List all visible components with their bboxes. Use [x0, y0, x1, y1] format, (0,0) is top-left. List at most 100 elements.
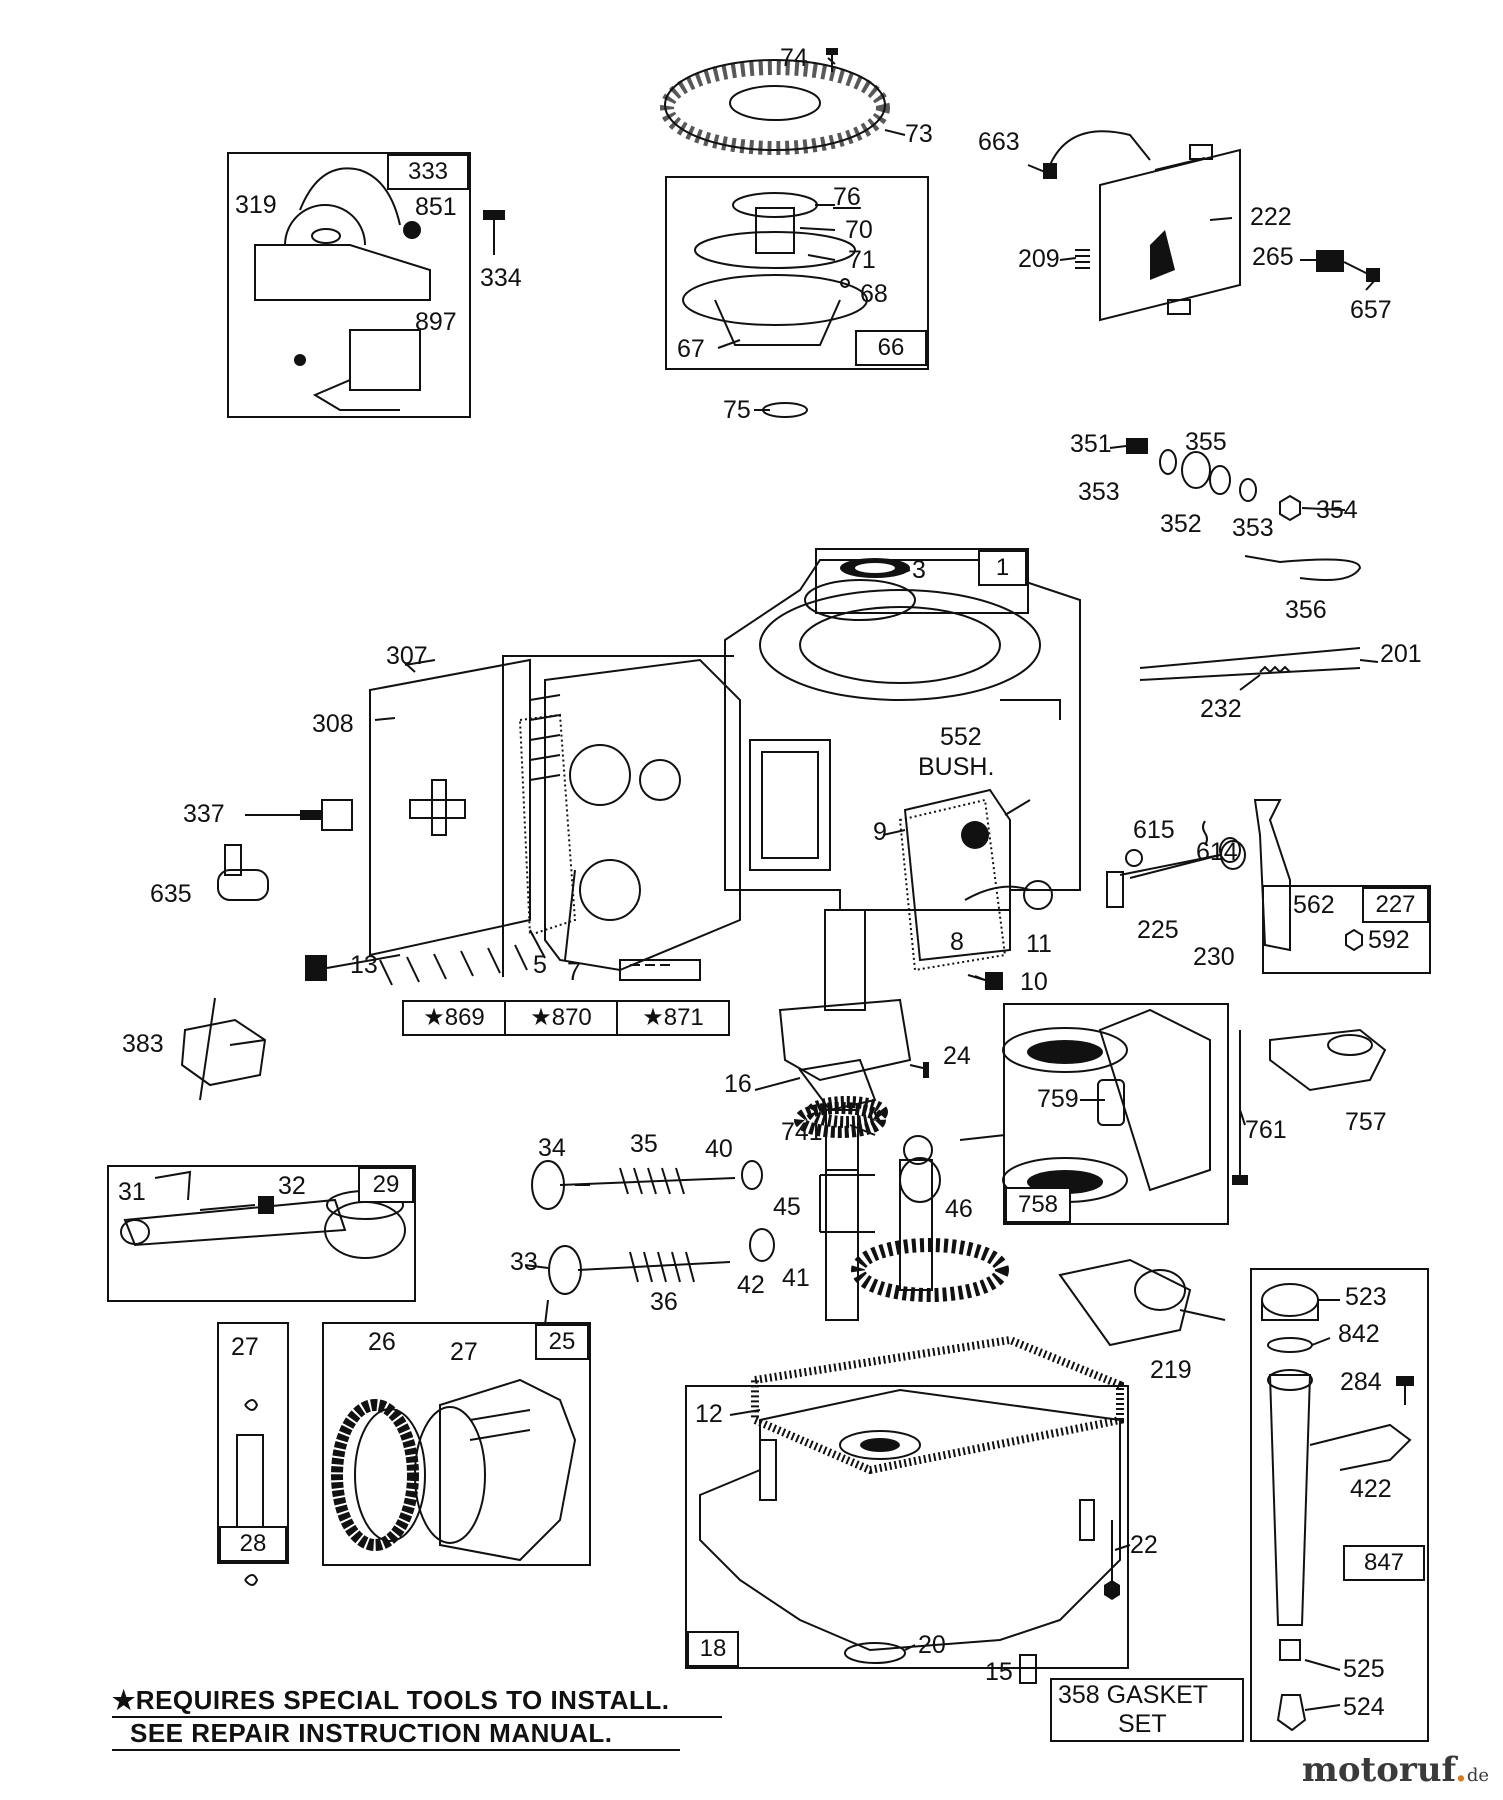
- part-label-757: 757: [1345, 1108, 1387, 1136]
- cylinder-head-308: [369, 658, 577, 986]
- part-label-842: 842: [1338, 1320, 1380, 1348]
- fitting-635: [217, 844, 269, 901]
- camshaft-46: [851, 1135, 1009, 1302]
- part-label-354: 354: [1316, 496, 1358, 524]
- box-lever-227: [1262, 885, 1431, 974]
- plug-15: [1019, 1654, 1037, 1684]
- part-label-13: 13: [350, 951, 378, 979]
- part-label-759: 759: [1037, 1085, 1079, 1113]
- box-crankcase-1: [815, 548, 1029, 614]
- part-label-27a: 27: [231, 1333, 259, 1361]
- part-label-307: 307: [386, 642, 428, 670]
- hex-tool-383: [180, 997, 267, 1101]
- key-24: [923, 1062, 929, 1078]
- part-label-222: 222: [1250, 203, 1292, 231]
- part-label-308: 308: [312, 710, 354, 738]
- part-label-16: 16: [724, 1070, 752, 1098]
- clip-614: [1202, 820, 1208, 846]
- box-number-28: 28: [219, 1526, 287, 1562]
- special-tools-notice: ★REQUIRES SPECIAL TOOLS TO INSTALL.: [112, 1685, 670, 1715]
- nut-592: [1345, 928, 1363, 952]
- screw-334: [483, 210, 505, 255]
- part-label-525: 525: [1343, 1655, 1385, 1683]
- part-label-353a: 353: [1078, 478, 1120, 506]
- shaft-225: [1106, 837, 1241, 908]
- part-label-356: 356: [1285, 596, 1327, 624]
- breather-8: [898, 788, 1053, 972]
- part-label-15: 15: [985, 1658, 1013, 1686]
- part-label-7: 7: [567, 958, 581, 986]
- box-piston-pin-28: [217, 1322, 289, 1564]
- tappets-45: [820, 1174, 875, 1233]
- box-number-66: 66: [855, 330, 927, 366]
- part-label-741: 741: [781, 1118, 823, 1146]
- part-label-8: 8: [950, 928, 964, 956]
- box-number-227: 227: [1362, 887, 1429, 923]
- screw-663: [1027, 163, 1057, 179]
- part-label-355: 355: [1185, 428, 1227, 456]
- gear-741: [794, 1102, 886, 1138]
- part-label-3: 3: [912, 556, 926, 584]
- box-number-29: 29: [358, 1167, 414, 1203]
- part-label-71: 71: [848, 246, 876, 274]
- part-label-851: 851: [415, 193, 457, 221]
- part-label-523: 523: [1345, 1283, 1387, 1311]
- part-label-bush: BUSH.: [918, 753, 995, 781]
- part-label-32: 32: [278, 1172, 306, 1200]
- bolt-22: [1104, 1520, 1120, 1600]
- part-label-22: 22: [1130, 1531, 1158, 1559]
- connecting-rod-29: [120, 1170, 406, 1259]
- gasket-set-line1: 358 GASKET: [1058, 1681, 1209, 1709]
- part-label-209: 209: [1018, 245, 1060, 273]
- gasket-set-box: [1050, 1678, 1244, 1742]
- part-label-614: 614: [1196, 838, 1238, 866]
- piston-25: [331, 1378, 577, 1562]
- governor-link-201: [1139, 647, 1361, 681]
- part-label-232: 232: [1200, 695, 1242, 723]
- box-number-847: 847: [1343, 1545, 1425, 1581]
- box-piston-25: [322, 1322, 591, 1566]
- part-label-26: 26: [368, 1328, 396, 1356]
- box-counterweight-758: [1003, 1003, 1229, 1225]
- kit-box-871: ★871: [616, 1000, 730, 1036]
- lever-227: [1253, 799, 1291, 952]
- part-label-761: 761: [1245, 1116, 1287, 1144]
- kit-box-869: ★869: [402, 1000, 506, 1036]
- part-label-225: 225: [1137, 916, 1179, 944]
- screw-10: [967, 972, 1003, 990]
- crankshaft-16: [778, 909, 912, 1321]
- spring-209: [1075, 249, 1090, 269]
- part-label-351: 351: [1070, 430, 1112, 458]
- part-label-34: 34: [538, 1134, 566, 1162]
- washer-230: [1220, 840, 1246, 870]
- part-label-592: 592: [1368, 926, 1410, 954]
- part-label-663: 663: [978, 128, 1020, 156]
- ignition-armature-333: [254, 167, 431, 411]
- part-label-284: 284: [1340, 1368, 1382, 1396]
- box-crankcase-cover-18: [685, 1385, 1129, 1669]
- temp-sensor-337: [245, 799, 353, 831]
- box-cylinder-306: [502, 655, 734, 977]
- part-label-73: 73: [905, 120, 933, 148]
- box-number-333: 333: [387, 154, 469, 190]
- muffler-hardware: [1126, 438, 1301, 522]
- part-label-70: 70: [845, 216, 873, 244]
- pin-761: [1232, 1030, 1248, 1185]
- part-label-31: 31: [118, 1178, 146, 1206]
- box-connecting-rod-29: [107, 1165, 416, 1302]
- part-label-41: 41: [782, 1264, 810, 1292]
- box-starter-66: [665, 176, 929, 370]
- link-757: [1269, 1028, 1387, 1092]
- part-label-40: 40: [705, 1135, 733, 1163]
- part-label-68: 68: [860, 280, 888, 308]
- part-label-422: 422: [1350, 1475, 1392, 1503]
- crankcase-cover-18: [699, 1335, 1124, 1652]
- leader-lines: [229, 57, 1379, 1711]
- part-label-562: 562: [1293, 891, 1335, 919]
- terminal-265: [1316, 250, 1380, 282]
- part-label-67: 67: [677, 335, 705, 363]
- governor-219: [1058, 1258, 1192, 1347]
- part-label-24: 24: [943, 1042, 971, 1070]
- part-label-12: 12: [695, 1400, 723, 1428]
